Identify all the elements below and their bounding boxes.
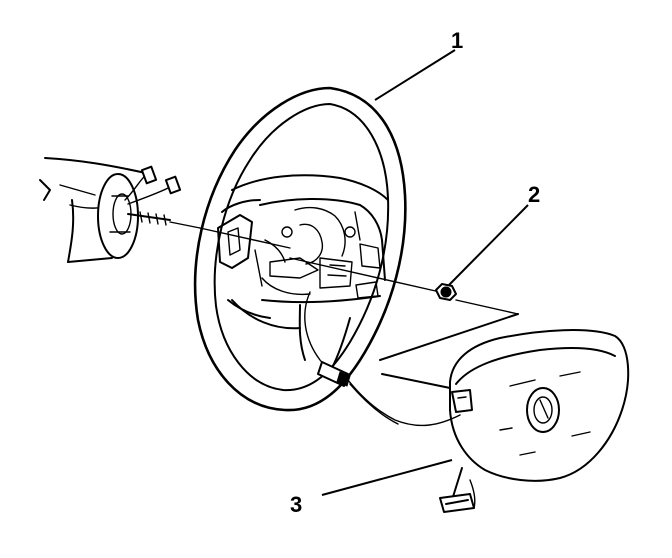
assembly-axis-line	[289, 257, 441, 293]
callout-2: 2	[528, 182, 540, 207]
callout-1: 1	[451, 28, 463, 53]
steering-wheel	[193, 86, 407, 412]
clock-spring-coil	[97, 165, 201, 259]
steering-column	[39, 157, 151, 263]
retaining-nut	[435, 283, 457, 301]
callout-3: 3	[290, 492, 302, 517]
leader-line-1	[374, 49, 456, 101]
airbag-module	[347, 299, 630, 513]
leader-line-2	[448, 204, 529, 286]
leader-line-3	[321, 459, 453, 496]
